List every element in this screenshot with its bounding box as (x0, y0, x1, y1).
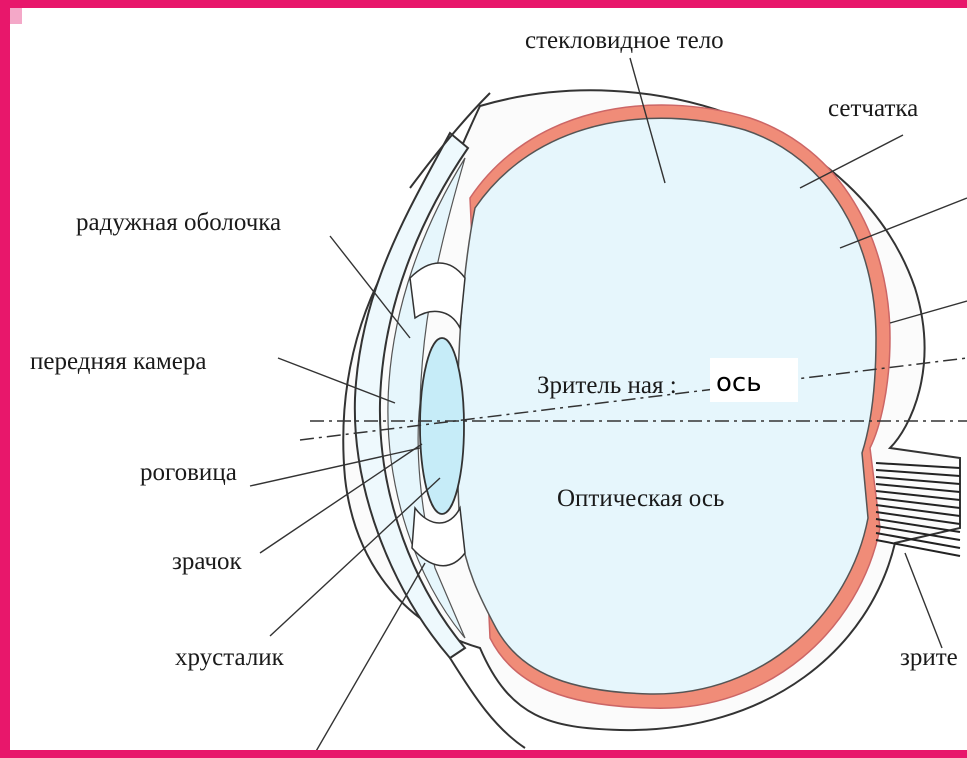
label-visual-axis: Зритель ная : (537, 372, 677, 399)
label-cornea: роговица (140, 459, 237, 486)
label-optic-nerve: зрите (900, 644, 958, 671)
lens-shape (420, 338, 464, 514)
label-retina: сетчатка (828, 95, 918, 122)
label-optical-axis: Оптическая ось (557, 485, 724, 512)
label-visual-axis-overlay: ось (716, 368, 762, 398)
label-pupil: зрачок (172, 548, 243, 575)
label-lens: хрусталик (175, 644, 285, 671)
label-anterior-chamber: передняя камера (30, 348, 206, 375)
eye-diagram: стекловидное тело сетчатка радужная обол… (10, 8, 967, 758)
label-iris: радужная оболочка (76, 209, 281, 236)
vitreous-body (457, 118, 876, 694)
label-vitreous-body: стекловидное тело (525, 27, 724, 54)
